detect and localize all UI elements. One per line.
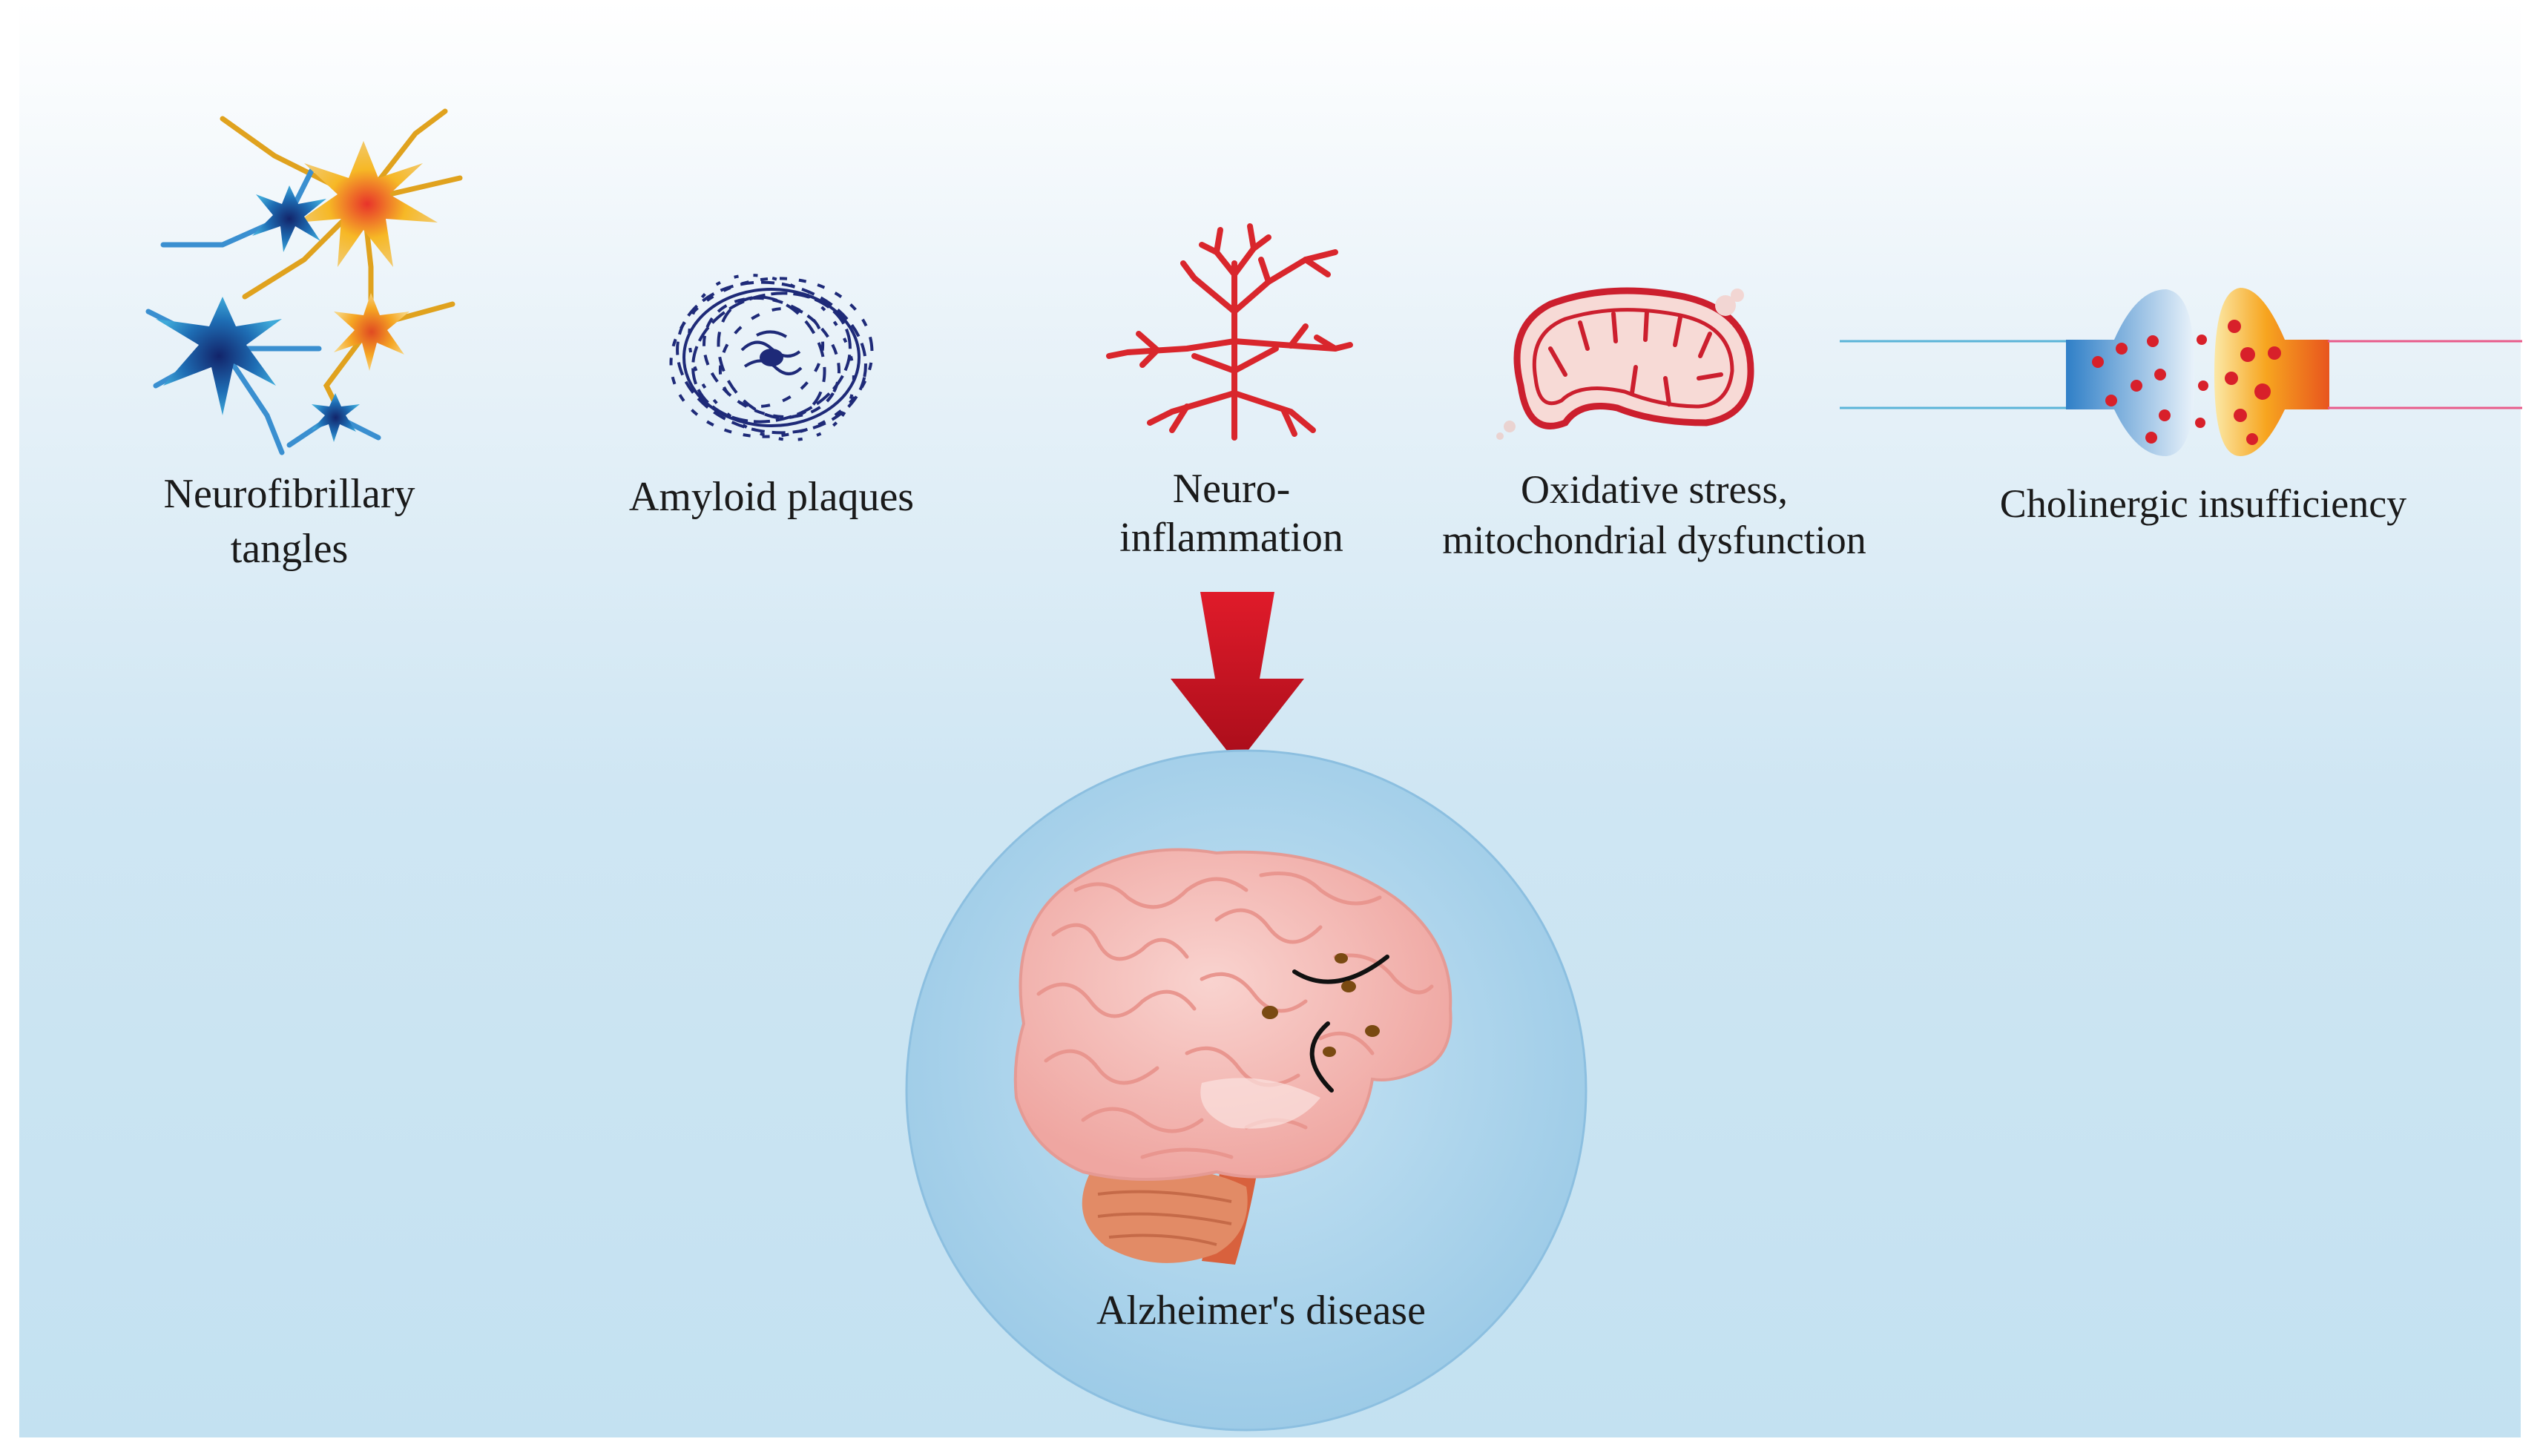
label-oxidative-line1: Oxidative stress, [1521,467,1788,512]
label-oxidative-stress: Oxidative stress, mitochondrial dysfunct… [1409,464,1899,565]
label-inflammation-line1: Neuro- [1172,466,1291,512]
amyloid-plaque-icon [669,274,874,441]
label-neurofibrillary-line2: tangles [230,525,349,572]
label-cholinergic-insufficiency: Cholinergic insufficiency [1999,481,2407,526]
label-oxidative-line2: mitochondrial dysfunction [1442,518,1866,563]
label-alzheimers-disease: Alzheimer's disease [1096,1288,1426,1334]
label-neurofibrillary-tangles: Neurofibrillary tangles [111,467,467,577]
label-amyloid-plaques: Amyloid plaques [628,474,915,520]
down-arrow-icon [1171,592,1304,764]
brain-icon [1013,848,1452,1265]
microglia-icon [1106,223,1353,441]
synapse-icon [1840,288,2522,456]
label-neurofibrillary-line1: Neurofibrillary [163,471,415,517]
label-inflammation-line2: inflammation [1119,515,1343,561]
mitochondria-icon [1496,287,1754,440]
neurons-icon [145,108,463,455]
label-neuroinflammation: Neuro- inflammation [1024,464,1439,562]
